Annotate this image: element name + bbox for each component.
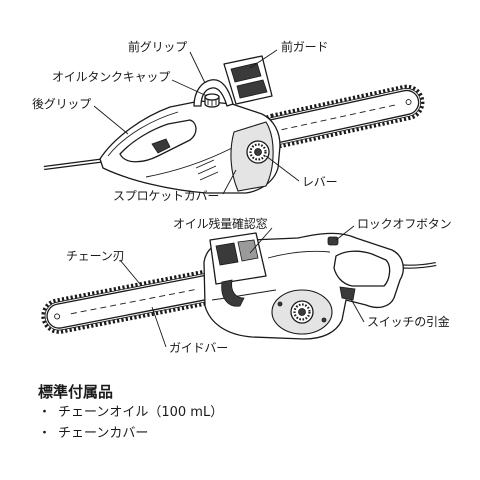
label-front-guard: 前ガード [281, 40, 329, 54]
bottom-bar-nose-rivet [54, 313, 61, 320]
top-vent-slots [195, 159, 219, 181]
leader-lines [93, 49, 365, 348]
top-front-guard [223, 55, 273, 105]
leader-front-guard [249, 49, 278, 69]
bottom-front-guard [209, 232, 267, 285]
bottom-sprocket-cover [271, 289, 333, 335]
leader-chain-blade [119, 259, 141, 285]
top-guide-bar [261, 89, 420, 145]
accessories-heading: 標準付属品 [38, 383, 114, 401]
top-front-grip [193, 79, 234, 107]
label-sprocket-cover: スプロケットカバー [113, 189, 220, 203]
accessory-item-text: チェーンカバー [58, 426, 149, 441]
accessory-item: ・チェーンオイル（100 mL） [38, 405, 223, 421]
bullet: ・ [38, 426, 52, 441]
top-chainsaw [43, 55, 425, 194]
bottom-lock-off-button [327, 236, 339, 246]
label-front-grip: 前グリップ [128, 40, 188, 54]
bottom-bar-groove [66, 289, 195, 315]
label-chain-blade: チェーン刃 [66, 249, 125, 263]
bottom-oil-level-window [237, 239, 259, 262]
bullet: ・ [38, 405, 52, 420]
accessory-item: ・チェーンカバー [38, 426, 148, 442]
top-power-cord-inner [43, 159, 107, 169]
leader-oil-level-window [249, 227, 273, 254]
bottom-rear-grip-opening [333, 250, 391, 287]
label-lock-off-button: ロックオフボタン [357, 217, 452, 231]
leader-lock-off-button [335, 225, 355, 241]
top-rear-grip-opening [119, 119, 197, 163]
label-rear-grip: 後グリップ [32, 97, 92, 111]
top-rear-grip-contour [107, 111, 179, 157]
bottom-front-grip [221, 279, 245, 307]
label-oil-level-window: オイル残量確認窓 [173, 217, 268, 231]
label-lever: レバー [302, 175, 338, 189]
top-housing-seam [145, 147, 233, 178]
bottom-switch-trigger [339, 286, 356, 301]
leader-sprocket-cover [222, 169, 237, 195]
leader-switch-trigger [350, 298, 365, 323]
label-oil-tank-cap: オイルタンクキャップ [52, 70, 171, 84]
top-oil-tank-cap [204, 93, 220, 108]
leader-rear-grip [93, 105, 129, 135]
top-bar-nose-rivet [405, 99, 412, 105]
label-switch-trigger: スイッチの引金 [367, 315, 450, 329]
leader-front-grip [189, 51, 206, 84]
top-trigger [151, 138, 171, 154]
top-bar-assembly [256, 84, 425, 150]
bottom-guard-window [215, 242, 239, 266]
leader-guide-bar [151, 306, 167, 348]
leader-oil-tank-cap [171, 79, 208, 97]
bottom-chainsaw [41, 232, 437, 340]
accessory-item-text: チェーンオイル（100 mL） [58, 405, 224, 420]
label-guide-bar: ガイドバー [169, 341, 229, 355]
bottom-housing-seam-lower [211, 289, 277, 301]
top-lever [246, 140, 270, 164]
leader-lever [265, 155, 300, 182]
bottom-housing-seam [267, 250, 331, 259]
